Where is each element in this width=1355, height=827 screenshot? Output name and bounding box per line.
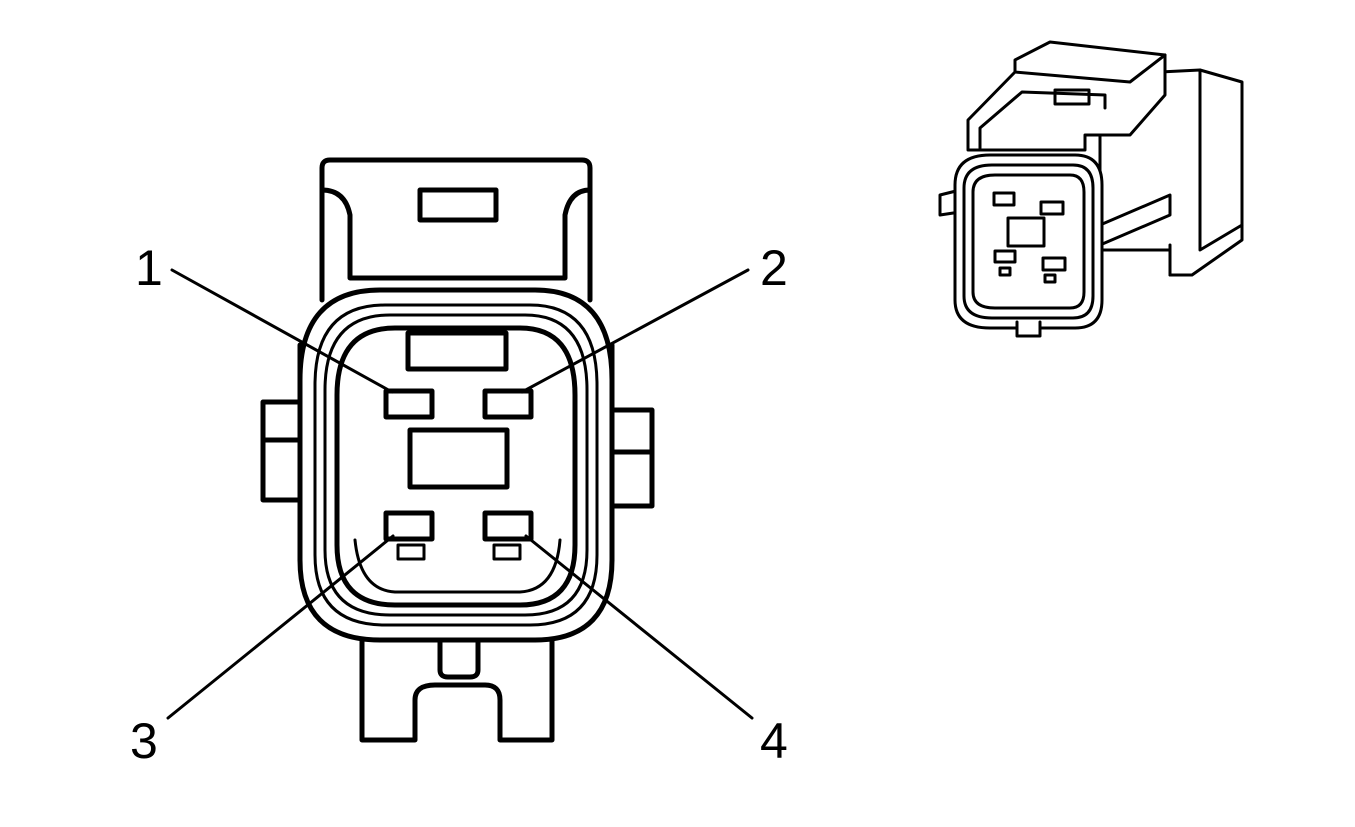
seal-ring-outer (313, 303, 599, 627)
pin-label-3: 3 (130, 713, 158, 769)
leader-line-3 (166, 534, 395, 720)
pin-label-4: 4 (760, 713, 788, 769)
pin-3d-1 (992, 191, 1016, 207)
outer-housing (297, 287, 615, 643)
terminal-3 (383, 510, 435, 542)
center-post (407, 427, 510, 490)
pin-3d-2 (1039, 200, 1065, 216)
top-lock-tab (319, 157, 593, 303)
terminal-4 (482, 510, 534, 542)
connector-3d-view (938, 40, 1244, 338)
seal-ring-middle (323, 313, 589, 617)
leader-line-4 (524, 534, 754, 720)
top-lock-3d (966, 40, 1167, 152)
terminal-2 (482, 388, 534, 420)
pin-3d-center (1006, 216, 1046, 248)
leader-line-1 (170, 268, 394, 394)
terminal-4-lock (492, 543, 522, 561)
terminal-3-lock (396, 543, 426, 561)
keying-slot (405, 330, 509, 372)
right-side-ear (607, 342, 655, 563)
cavity-floor (353, 538, 562, 594)
terminal-1 (383, 388, 435, 420)
seal-ring-inner (334, 325, 578, 608)
bottom-latch (359, 632, 555, 743)
pin-label-1: 1 (135, 240, 163, 296)
pin-3d-3 (993, 249, 1017, 264)
pin-label-2: 2 (760, 240, 788, 296)
pin-3d-4 (1041, 256, 1067, 272)
leader-line-2 (520, 268, 750, 394)
connector-face-view: 1 2 3 4 (130, 157, 788, 769)
